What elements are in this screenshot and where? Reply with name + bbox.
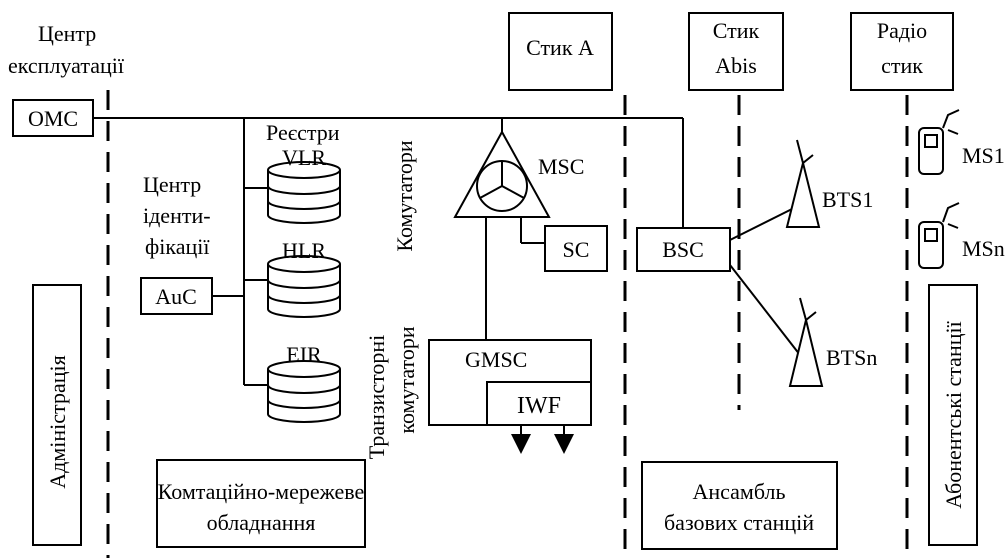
interface-abis-label-2: Abis [715,53,757,78]
ops-center-label-1: Центр [38,21,96,46]
eir-database-icon [267,360,341,423]
btsn-label: BTSn [826,345,877,370]
switching-equipment-box [156,459,366,548]
btsn-antenna-icon [788,297,824,387]
switching-equipment-label-1: Комтаційно-мережеве [158,479,365,504]
sc-box [544,225,608,272]
registers-label: Реєстри [266,120,340,145]
interface-a-box [508,12,613,91]
transit-switches-label-1: Транзисторні [364,335,389,460]
base-ensemble-label-1: Ансамбль [692,479,785,504]
hlr-database-icon [267,255,341,318]
bts1-antenna-icon [785,139,821,228]
sc-label: SC [563,237,590,262]
bsc-label: BSC [662,237,704,262]
auth-center-label-3: фікації [145,234,210,259]
auc-label: AuC [155,284,197,309]
gmsc-label: GMSC [465,347,527,372]
ops-center-label-2: експлуатації [8,53,125,78]
administration-label: Адміністрація [45,355,70,488]
switching-equipment-label-2: обладнання [207,510,316,535]
transit-switches-label-2: комутатори [394,326,419,433]
vlr-label: VLR [282,145,326,170]
hlr-label: HLR [282,238,326,263]
administration-box [32,284,82,546]
iwf-label: IWF [517,393,561,419]
subscriber-stations-box [928,284,978,546]
base-station-ensemble-box [641,461,838,550]
auth-center-label-1: Центр [143,172,201,197]
bsc-to-bts1 [729,204,801,241]
bts1-label: BTS1 [822,187,873,212]
interface-abis-box [688,12,784,91]
omc-label: OMC [28,106,78,131]
msc-switch-icon [453,129,551,218]
bsc-box [636,227,731,272]
msn-phone-icon [918,202,960,269]
base-ensemble-label-2: базових станцій [664,510,814,535]
subscriber-stations-label: Абонентські станції [941,320,966,508]
vlr-database-icon [267,161,341,224]
radio-interface-box [850,12,954,91]
radio-label-2: стик [881,53,923,78]
auc-box [140,277,213,315]
bsc-to-btsn [729,264,801,356]
eir-label: EIR [286,342,322,367]
ms1-phone-icon [918,109,960,175]
switches-label: Комутатори [392,140,417,251]
msc-label: MSC [538,154,584,179]
interface-abis-label-1: Стик [713,18,760,43]
interface-a-label: Стик А [526,35,594,60]
iwf-box [486,381,592,426]
msn-label: MSn [962,236,1005,261]
ms1-label: MS1 [962,143,1005,168]
omc-box [12,99,94,137]
auth-center-label-2: іденти- [143,203,211,228]
radio-label-1: Радіо [877,18,927,43]
